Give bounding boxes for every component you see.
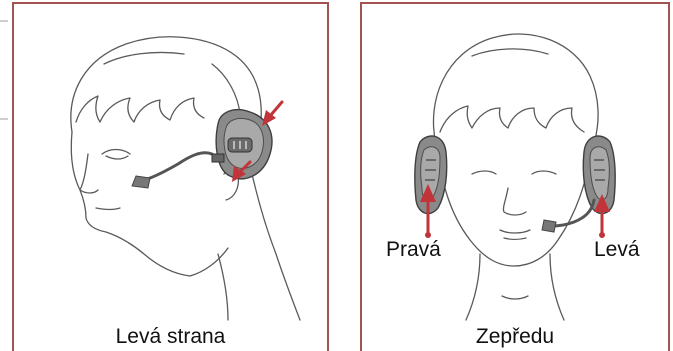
skull-outline <box>433 34 598 144</box>
hair-strands <box>440 106 584 132</box>
headset-left-earpiece <box>542 136 615 232</box>
arrow-down-left-icon <box>262 102 282 126</box>
face-outline <box>71 132 190 276</box>
hair-strands <box>76 96 204 122</box>
label-left-side: Levá <box>594 238 640 262</box>
edge-mark-top <box>0 20 8 22</box>
face-outline <box>438 144 592 266</box>
caption-front-view: Zepředu <box>362 325 668 349</box>
edge-mark-bottom <box>0 118 8 120</box>
boom-microphone <box>144 153 212 180</box>
head-side-view-illustration <box>14 4 327 324</box>
microphone-tip <box>132 176 150 188</box>
microphone-tip <box>542 220 556 232</box>
panel-left-side-view: Levá strana <box>12 2 329 351</box>
caption-left-side: Levá strana <box>14 325 327 349</box>
headset <box>132 110 272 188</box>
panel-front-view: Pravá Levá Zepředu <box>360 2 670 351</box>
head-front-view-illustration <box>362 4 668 324</box>
label-right-side: Pravá <box>386 238 441 262</box>
